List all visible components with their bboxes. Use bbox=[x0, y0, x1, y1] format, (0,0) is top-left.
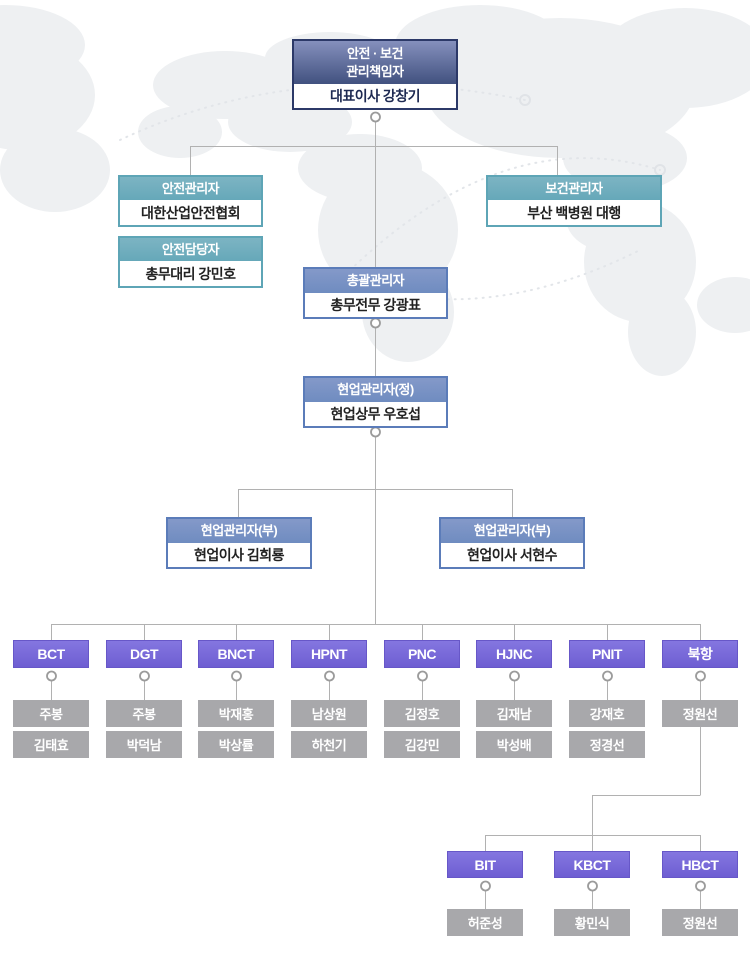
terminal-member: 정경선 bbox=[569, 731, 645, 758]
terminal-box-bukhang: 북항 bbox=[662, 640, 738, 668]
node-general-manager-title: 총괄관리자 bbox=[305, 269, 446, 293]
terminal-member: 박덕남 bbox=[106, 731, 182, 758]
connector-dots bbox=[46, 111, 706, 892]
terminal-member: 하천기 bbox=[291, 731, 367, 758]
node-safety-manager-person: 대한산업안전협회 bbox=[120, 200, 261, 225]
node-root-title: 안전 · 보건 관리책임자 bbox=[294, 41, 456, 84]
node-field-manager-main: 현업관리자(정) 현업상무 우호섭 bbox=[303, 376, 448, 428]
terminal-box-bct: BCT bbox=[13, 640, 89, 668]
terminal-member: 박성배 bbox=[476, 731, 552, 758]
node-field-manager-sub-right-title: 현업관리자(부) bbox=[441, 519, 583, 543]
terminal-box-bnct: BNCT bbox=[198, 640, 274, 668]
node-safety-officer-person: 총무대리 강민호 bbox=[120, 261, 261, 286]
terminal-member: 김정호 bbox=[384, 700, 460, 727]
node-safety-officer-title: 안전담당자 bbox=[120, 238, 261, 261]
node-root-title-line1: 안전 · 보건 bbox=[347, 45, 403, 61]
terminal-member: 허준성 bbox=[447, 909, 523, 936]
node-field-manager-main-title: 현업관리자(정) bbox=[305, 378, 446, 402]
terminal-member: 강재호 bbox=[569, 700, 645, 727]
node-safety-manager-title: 안전관리자 bbox=[120, 177, 261, 200]
connector-lines bbox=[51, 122, 701, 909]
terminal-member: 정원선 bbox=[662, 700, 738, 727]
terminal-member: 주봉 bbox=[106, 700, 182, 727]
terminal-member: 박재홍 bbox=[198, 700, 274, 727]
node-field-manager-sub-left-person: 현업이사 김희룡 bbox=[168, 543, 310, 567]
node-health-manager-title: 보건관리자 bbox=[488, 177, 660, 200]
node-root-title-line2: 관리책임자 bbox=[346, 63, 404, 79]
terminal-box-pnc: PNC bbox=[384, 640, 460, 668]
terminal-box-kbct: KBCT bbox=[554, 851, 630, 878]
node-safety-officer: 안전담당자 총무대리 강민호 bbox=[118, 236, 263, 288]
node-root: 안전 · 보건 관리책임자 대표이사 강창기 bbox=[292, 39, 458, 110]
terminal-box-bit: BIT bbox=[447, 851, 523, 878]
terminal-member: 정원선 bbox=[662, 909, 738, 936]
node-field-manager-sub-right: 현업관리자(부) 현업이사 서현수 bbox=[439, 517, 585, 569]
terminal-member: 김태효 bbox=[13, 731, 89, 758]
node-field-manager-sub-left-title: 현업관리자(부) bbox=[168, 519, 310, 543]
node-safety-manager: 안전관리자 대한산업안전협회 bbox=[118, 175, 263, 227]
node-field-manager-sub-left: 현업관리자(부) 현업이사 김희룡 bbox=[166, 517, 312, 569]
terminal-member: 박상률 bbox=[198, 731, 274, 758]
terminal-box-hbct: HBCT bbox=[662, 851, 738, 878]
terminal-member: 김재남 bbox=[476, 700, 552, 727]
node-general-manager: 총괄관리자 총무전무 강광표 bbox=[303, 267, 448, 319]
node-root-person: 대표이사 강창기 bbox=[294, 84, 456, 108]
terminal-box-hjnc: HJNC bbox=[476, 640, 552, 668]
terminal-box-hpnt: HPNT bbox=[291, 640, 367, 668]
terminal-member: 남상원 bbox=[291, 700, 367, 727]
terminal-member: 황민식 bbox=[554, 909, 630, 936]
terminal-box-dgt: DGT bbox=[106, 640, 182, 668]
node-field-manager-sub-right-person: 현업이사 서현수 bbox=[441, 543, 583, 567]
node-health-manager-person: 부산 백병원 대행 bbox=[488, 200, 660, 225]
terminal-member: 김강민 bbox=[384, 731, 460, 758]
node-field-manager-main-person: 현업상무 우호섭 bbox=[305, 402, 446, 426]
node-general-manager-person: 총무전무 강광표 bbox=[305, 293, 446, 317]
terminal-box-pnit: PNIT bbox=[569, 640, 645, 668]
terminal-member: 주봉 bbox=[13, 700, 89, 727]
node-health-manager: 보건관리자 부산 백병원 대행 bbox=[486, 175, 662, 227]
